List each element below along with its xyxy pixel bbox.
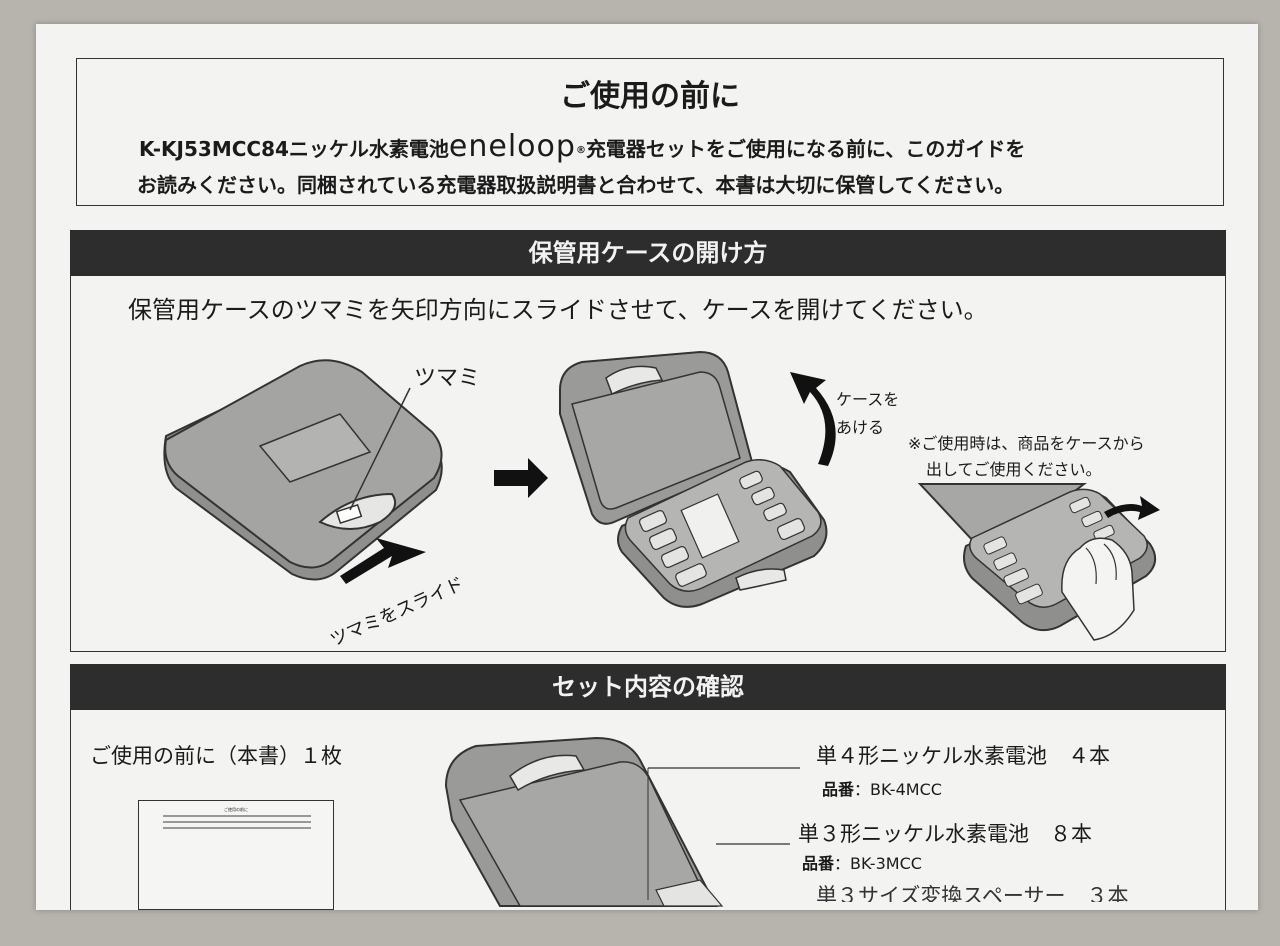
part-number-value: ：BK-3MCC: [834, 854, 922, 873]
guide-thumbnail-line: [163, 827, 311, 829]
part-number-value: ：BK-4MCC: [854, 780, 942, 799]
section-header-case-opening: 保管用ケースの開け方: [70, 230, 1226, 276]
open-arrow-icon: [790, 372, 836, 466]
guide-thumbnail-line: [163, 821, 311, 823]
hand-removing-battery-illustration: [917, 483, 1157, 641]
section-frame-case-opening: [70, 276, 1226, 652]
intro-line-1: K-KJ53MCC84ニッケル水素電池eneloop®充電器セットをご使用になる…: [139, 129, 1025, 164]
intro-box: ご使用の前に K-KJ53MCC84ニッケル水素電池eneloop®充電器セット…: [76, 58, 1224, 206]
label-open-case-1: ケースを: [836, 390, 900, 409]
intro-line-2: お読みください。同梱されている充電器取扱説明書と合わせて、本書は大切に保管してく…: [137, 173, 1015, 197]
label-open-case-2: あける: [836, 418, 885, 437]
contents-item-aaa-batteries: 単４形ニッケル水素電池 ４本: [816, 744, 1110, 768]
contents-item-guide: ご使用の前に（本書）１枚: [90, 744, 342, 768]
part-number-label: 品番: [802, 854, 835, 873]
registered-mark: ®: [575, 145, 586, 156]
case-opening-instruction: 保管用ケースのツマミを矢印方向にスライドさせて、ケースを開けてください。: [128, 296, 988, 324]
usage-note-line-2: 出してご使用ください。: [926, 460, 1102, 479]
set-contents-case-illustration: [444, 736, 800, 907]
guide-thumbnail: ご使用の前に: [138, 800, 334, 910]
brand-logo-text: eneloop: [448, 129, 576, 164]
section-header-set-contents: セット内容の確認: [70, 664, 1226, 710]
step-arrow-icon: [494, 458, 548, 498]
contents-item-aa-part-number: 品番：BK-3MCC: [802, 850, 922, 874]
contents-item-aaa-part-number: 品番：BK-4MCC: [822, 776, 942, 800]
closed-case-illustration: [163, 359, 443, 581]
intro-line-1-start: K-KJ53MCC84ニッケル水素電池: [139, 137, 449, 161]
slide-arrow-icon: [340, 538, 426, 584]
contents-item-spacer-partial: 単３サイズ変換スペーサー ３本: [816, 884, 1129, 902]
open-case-illustration: [559, 350, 828, 608]
guide-thumbnail-title: ご使用の前に: [224, 807, 248, 812]
guide-thumbnail-line: [163, 815, 311, 817]
label-knob: ツマミ: [414, 366, 481, 391]
intro-line-1-end: 充電器セットをご使用になる前に、このガイドを: [585, 137, 1026, 161]
intro-title: ご使用の前に: [560, 79, 740, 114]
remove-arrow-icon: [1104, 496, 1160, 520]
section-frame-set-contents: [70, 710, 1226, 910]
usage-note-line-1: ※ご使用時は、商品をケースから: [908, 434, 1145, 453]
part-number-label: 品番: [822, 780, 855, 799]
contents-item-aa-batteries: 単３形ニッケル水素電池 ８本: [798, 822, 1092, 846]
